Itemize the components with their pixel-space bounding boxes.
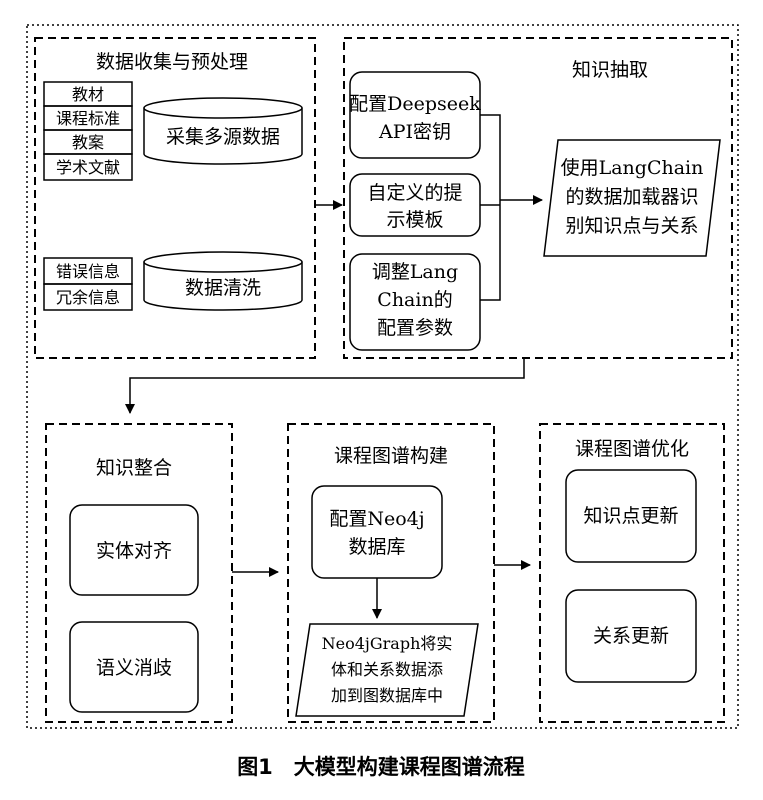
entity-align-box [69,504,199,596]
collect-cylinder: 采集多源数据 [143,97,303,165]
neo4j-config-box [311,485,443,579]
result-line: 的数据加载器识 [565,186,698,208]
outer-border [26,24,739,729]
section-data-collection: 数据收集与预处理 教材 课程标准 教案 学术文献 采集多源数据 错误信息 冗余信… [34,37,316,359]
knowledge-update-box [565,469,697,563]
source-item: 教材 [72,85,104,104]
neo4j-config-line: 数据库 [348,536,405,558]
step-deepseek-line: 配置Deepseek [349,93,481,115]
noise-item: 错误信息 [56,262,120,281]
graph-line: Neo4jGraph将实 [322,634,453,653]
step-deepseek-box [349,71,481,159]
noise-item: 冗余信息 [56,288,120,307]
source-item: 教案 [72,133,104,152]
source-item: 课程标准 [56,109,120,128]
graph-line: 加到图数据库中 [331,686,443,705]
section-title-collection: 数据收集与预处理 [96,51,248,73]
noise-list: 错误信息 冗余信息 [43,257,133,311]
section-knowledge-integration: 知识整合 实体对齐 语义消歧 [45,423,233,723]
section-title-optimization: 课程图谱优化 [575,438,689,460]
result-line: 使用LangChain [561,157,704,179]
step-langchain-line: 配置参数 [377,317,453,339]
figure-caption: 图1 大模型构建课程图谱流程 [237,755,525,779]
clean-label: 数据清洗 [185,277,261,299]
section-title-integration: 知识整合 [96,457,172,479]
section-title-construction: 课程图谱构建 [334,445,448,467]
relation-update-box [565,589,697,683]
knowledge-update-label: 知识点更新 [583,505,678,527]
graph-line: 体和关系数据添 [331,660,443,679]
section-title-extraction: 知识抽取 [572,59,648,81]
step-deepseek-line: API密钥 [378,121,451,143]
disambiguation-label: 语义消歧 [96,657,172,679]
disambiguation-box [69,621,199,713]
clean-cylinder: 数据清洗 [143,251,303,311]
entity-align-label: 实体对齐 [96,540,172,562]
section-knowledge-extraction: 知识抽取 配置Deepseek API密钥 自定义的提 示模板 调整Lang C… [343,37,733,359]
arrow-extraction-to-integration [125,358,525,414]
result-parallelogram [543,139,721,257]
step-langchain-line: Chain的 [377,289,452,311]
collect-label: 采集多源数据 [166,126,280,148]
step-prompt-line: 示模板 [386,209,443,231]
graph-parallelogram [295,623,479,717]
source-item: 学术文献 [56,158,120,177]
step-langchain-box [349,253,481,351]
step-prompt-line: 自定义的提 [367,182,462,204]
section-graph-construction: 课程图谱构建 配置Neo4j 数据库 Neo4jGraph将实 体和关系数据添 … [287,423,495,723]
source-list: 教材 课程标准 教案 学术文献 [43,81,133,181]
relation-update-label: 关系更新 [593,625,669,647]
connector-bracket [480,114,501,301]
step-langchain-line: 调整Lang [372,261,458,283]
result-line: 别知识点与关系 [565,215,698,237]
neo4j-config-line: 配置Neo4j [329,508,424,530]
section-graph-optimization: 课程图谱优化 知识点更新 关系更新 [539,423,725,723]
